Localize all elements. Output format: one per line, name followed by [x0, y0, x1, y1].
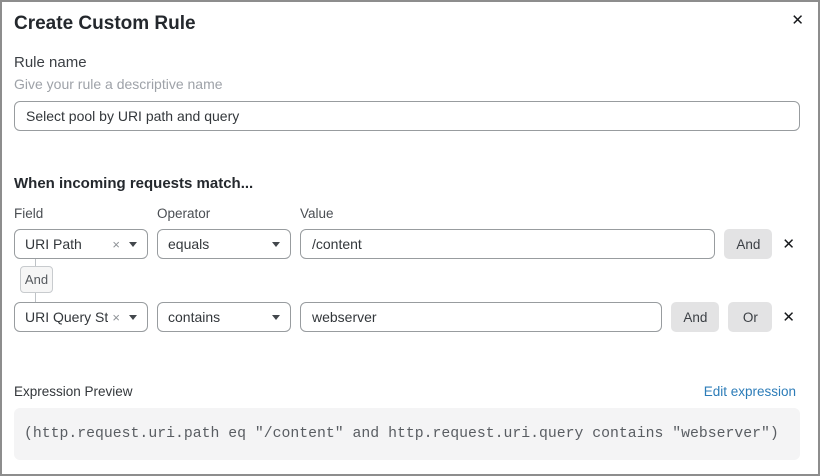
expression-preview-header: Expression Preview Edit expression — [14, 384, 796, 399]
expression-preview-label: Expression Preview — [14, 384, 133, 399]
condition-column-headers: Field Operator Value — [14, 206, 796, 221]
operator-select[interactable]: equals — [157, 229, 291, 259]
expression-code: (http.request.uri.path eq "/content" and… — [14, 408, 800, 460]
chevron-down-icon — [272, 314, 280, 320]
operator-select-value: contains — [168, 309, 221, 325]
value-input[interactable] — [300, 229, 716, 259]
value-column-label: Value — [300, 206, 334, 221]
condition-row-1: URI Path × equals And ✕ — [14, 229, 796, 259]
and-button[interactable]: And — [724, 229, 773, 259]
match-heading: When incoming requests match... — [14, 175, 254, 192]
rule-name-input[interactable] — [14, 101, 800, 131]
condition-connector: And — [14, 259, 818, 302]
field-select[interactable]: URI Path × — [14, 229, 148, 259]
clear-icon[interactable]: × — [112, 309, 120, 325]
connector-and-badge: And — [20, 266, 53, 293]
field-column-label: Field — [14, 206, 44, 221]
operator-column-label: Operator — [157, 206, 211, 221]
remove-condition-icon[interactable]: ✕ — [782, 235, 795, 253]
operator-select-value: equals — [168, 236, 210, 252]
field-select-value: URI Query St... — [25, 309, 109, 325]
operator-select[interactable]: contains — [157, 302, 291, 332]
or-button[interactable]: Or — [728, 302, 773, 332]
chevron-down-icon — [129, 241, 137, 247]
rule-name-label: Rule name — [14, 54, 87, 71]
remove-condition-icon[interactable]: ✕ — [782, 308, 795, 326]
field-select-value: URI Path — [25, 236, 82, 252]
condition-row-2: URI Query St... × contains And Or ✕ — [14, 302, 796, 332]
value-input[interactable] — [300, 302, 663, 332]
and-button[interactable]: And — [671, 302, 720, 332]
close-icon[interactable]: ✕ — [787, 9, 808, 32]
field-select[interactable]: URI Query St... × — [14, 302, 148, 332]
chevron-down-icon — [129, 314, 137, 320]
edit-expression-link[interactable]: Edit expression — [703, 384, 796, 399]
chevron-down-icon — [272, 241, 280, 247]
page-title: Create Custom Rule — [14, 13, 196, 34]
rule-name-helper: Give your rule a descriptive name — [14, 76, 223, 92]
clear-icon[interactable]: × — [112, 236, 120, 252]
